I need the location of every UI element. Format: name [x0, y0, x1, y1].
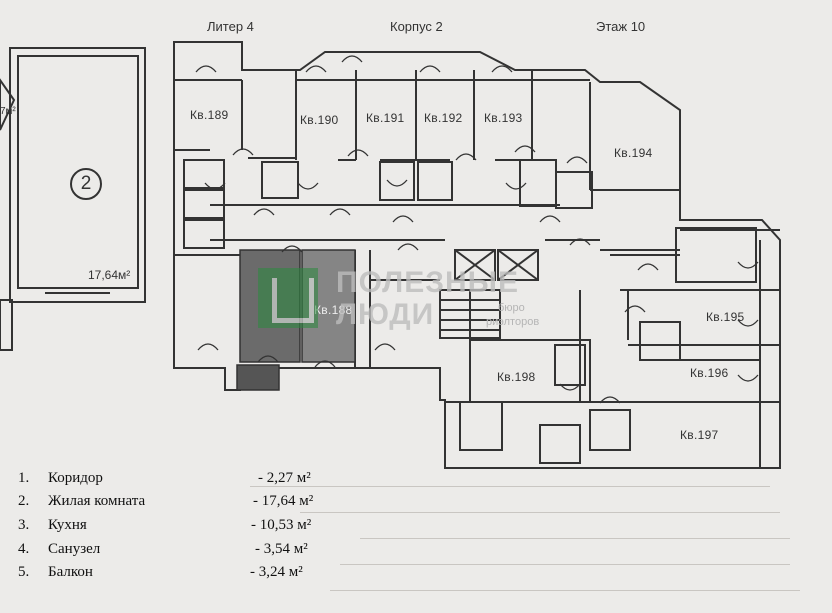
legend-num: 2. [18, 493, 30, 509]
legend-name: Санузел [48, 541, 101, 557]
rooms-legend: 1. Коридор - 2,27 м² 2. Жилая комната - … [0, 466, 832, 613]
watermark-sub2: риэлторов [486, 316, 540, 328]
apartment-label-188: Кв.188 [314, 303, 353, 317]
watermark-sub1: бюро [498, 302, 525, 314]
inset-outline [9, 47, 146, 303]
apartment-label-196: Кв.196 [690, 366, 729, 380]
legend-area: - 2,27 м² [258, 470, 311, 486]
inset-room-2 [17, 55, 139, 289]
inset-partial-area: 7м² [0, 106, 16, 117]
legend-area: - 17,64 м² [253, 493, 314, 509]
legend-name: Жилая комната [48, 493, 146, 509]
inset-room-area: 17,64м² [88, 268, 131, 282]
legend-row: 2. Жилая комната - 17,64 м² [0, 493, 420, 515]
legend-area: - 3,54 м² [255, 541, 308, 557]
legend-name: Коридор [48, 470, 103, 486]
header-korpus: Корпус 2 [390, 19, 443, 34]
legend-num: 3. [18, 517, 30, 533]
apartment-label-198: Кв.198 [497, 370, 536, 384]
legend-num: 1. [18, 470, 30, 486]
legend-row: 5. Балкон - 3,24 м² [0, 564, 420, 586]
legend-num: 4. [18, 541, 30, 557]
inset-room-number: 2 [70, 168, 102, 200]
apartment-label-191: Кв.191 [366, 111, 405, 125]
watermark-line2: ЛЮДИ [336, 298, 435, 331]
apartment-label-189: Кв.189 [190, 108, 229, 122]
header-liter: Литер 4 [207, 19, 254, 34]
header-etazh: Этаж 10 [596, 19, 646, 34]
apartment-label-192: Кв.192 [424, 111, 463, 125]
legend-row: 3. Кухня - 10,53 м² [0, 517, 420, 539]
legend-name: Кухня [48, 517, 87, 533]
legend-name: Балкон [48, 564, 93, 580]
inset-bay [0, 78, 16, 131]
apartment-label-195: Кв.195 [706, 310, 745, 324]
apartment-label-193: Кв.193 [484, 111, 523, 125]
elevator-shaft [454, 249, 496, 281]
legend-area: - 3,24 м² [250, 564, 303, 580]
watermark-logo-icon [258, 268, 318, 328]
floor-plan-drawing [0, 41, 781, 469]
legend-area: - 10,53 м² [251, 517, 312, 533]
legend-num: 5. [18, 564, 30, 580]
watermark-line1: ПОЛЕЗНЫЕ [336, 266, 520, 299]
apartment-label-194: Кв.194 [614, 146, 653, 160]
apartment-label-197: Кв.197 [680, 428, 719, 442]
legend-row: 1. Коридор - 2,27 м² [0, 470, 420, 492]
legend-row: 4. Санузел - 3,54 м² [0, 541, 420, 563]
apartment-label-190: Кв.190 [300, 113, 339, 127]
